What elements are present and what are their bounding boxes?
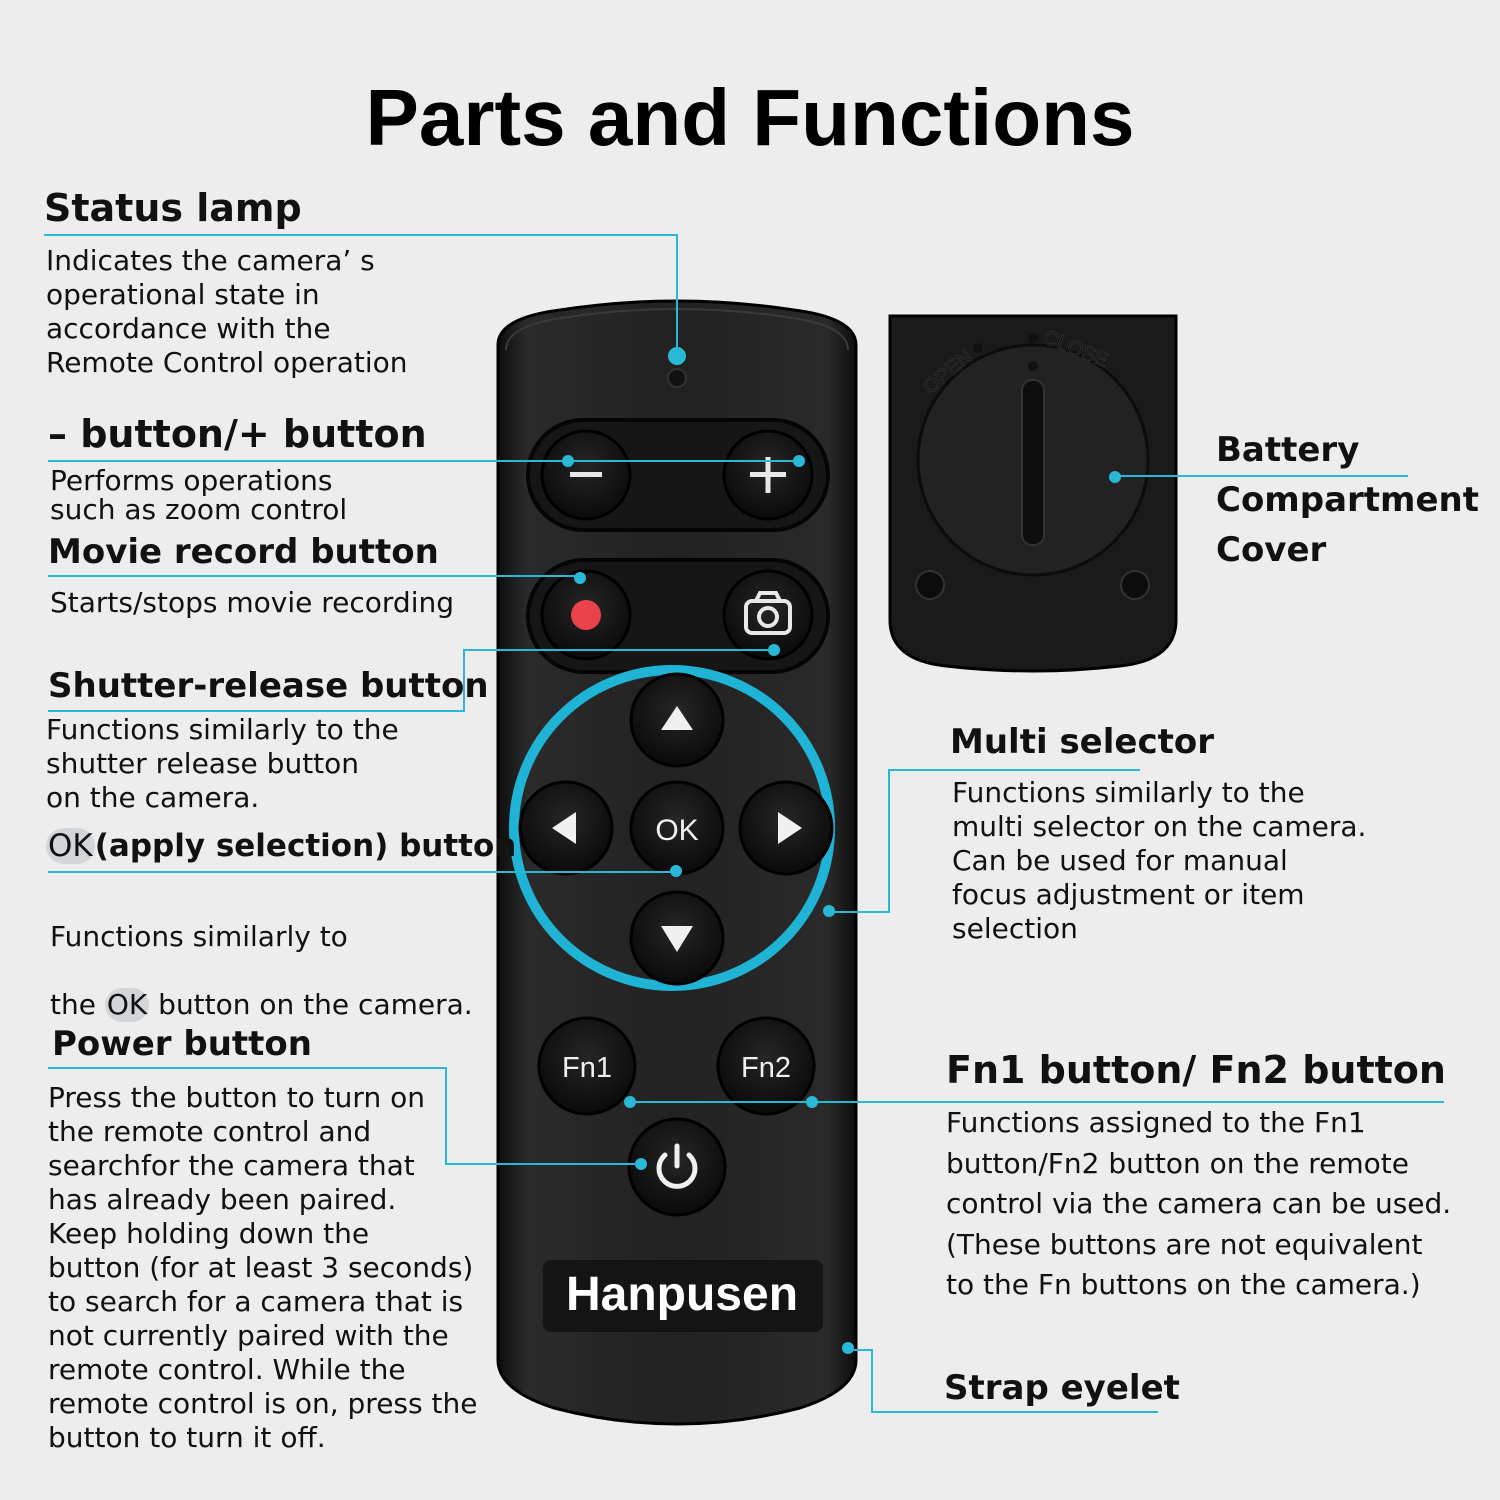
callout-status-lamp	[44, 234, 678, 352]
power-button-description: Press the button to turn on the remote c…	[48, 1081, 478, 1454]
right-arrow-icon	[778, 812, 802, 844]
callout-dots	[562, 347, 1121, 1354]
ok-button-description: Functions similarly to the OK button on …	[50, 886, 473, 1056]
plus-icon	[750, 457, 786, 493]
shutter-release-heading: Shutter-release button	[48, 666, 489, 706]
brand-plate	[543, 1260, 823, 1332]
ok-description-line1: Functions similarly to	[50, 920, 348, 953]
fn2-button	[716, 1016, 816, 1116]
multi-selector-heading: Multi selector	[950, 722, 1214, 762]
ok-description-post: button on the camera.	[149, 988, 473, 1021]
down-arrow-icon	[661, 926, 693, 952]
minus-icon	[570, 472, 602, 477]
status-lamp	[667, 368, 687, 388]
status-lamp-description: Indicates the camera’ s operational stat…	[46, 244, 408, 379]
callout-power	[48, 1067, 641, 1165]
ok-description-highlight: OK	[104, 988, 150, 1022]
cover-screw-left	[915, 570, 945, 600]
battery-slot	[1021, 379, 1045, 546]
cover-screw-right	[1120, 570, 1150, 600]
battery-cover-heading: Battery Compartment Cover	[1216, 430, 1479, 570]
minus-plus-description: Performs operations such as zoom control	[50, 464, 348, 526]
brand-logo: Hanpusen	[566, 1268, 798, 1321]
record-dot-icon	[571, 600, 601, 630]
ok-description-line2: the OK button on the camera.	[50, 988, 473, 1022]
movie-record-description: Starts/stops movie recording	[50, 586, 455, 619]
multi-selector-description: Functions similarly to the multi selecto…	[952, 776, 1367, 945]
fn-buttons-description: Functions assigned to the Fn1 button/Fn2…	[946, 1106, 1452, 1301]
ok-button-label: OK	[655, 814, 698, 847]
callout-strap	[848, 1349, 1158, 1413]
movie-record-heading: Movie record button	[48, 532, 439, 572]
fn1-button-label: Fn1	[562, 1052, 612, 1084]
fn1-button	[537, 1016, 637, 1116]
ok-highlight: OK	[46, 828, 95, 864]
ok-button-heading: OK(apply selection) button	[46, 828, 516, 864]
shutter-release-description: Functions similarly to the shutter relea…	[46, 713, 399, 814]
status-lamp-heading: Status lamp	[44, 186, 302, 230]
fn2-button-label: Fn2	[741, 1052, 791, 1084]
callout-shutter	[48, 649, 774, 712]
camera-icon	[744, 591, 792, 635]
minus-plus-heading: – button/+ button	[48, 412, 427, 456]
strap-eyelet-heading: Strap eyelet	[944, 1368, 1180, 1408]
ok-heading-text: (apply selection) button	[94, 828, 517, 864]
power-button-heading: Power button	[52, 1024, 312, 1064]
left-arrow-icon	[552, 812, 576, 844]
up-arrow-icon	[661, 706, 693, 730]
ok-description-pre: the	[50, 988, 105, 1021]
page-title: Parts and Functions	[365, 73, 1135, 162]
shutter-release-button	[722, 569, 814, 661]
fn-buttons-heading: Fn1 button/ Fn2 button	[946, 1048, 1446, 1092]
callout-multi-selector	[828, 769, 1140, 913]
power-icon	[656, 1143, 698, 1189]
callout-lines	[44, 234, 1444, 1413]
